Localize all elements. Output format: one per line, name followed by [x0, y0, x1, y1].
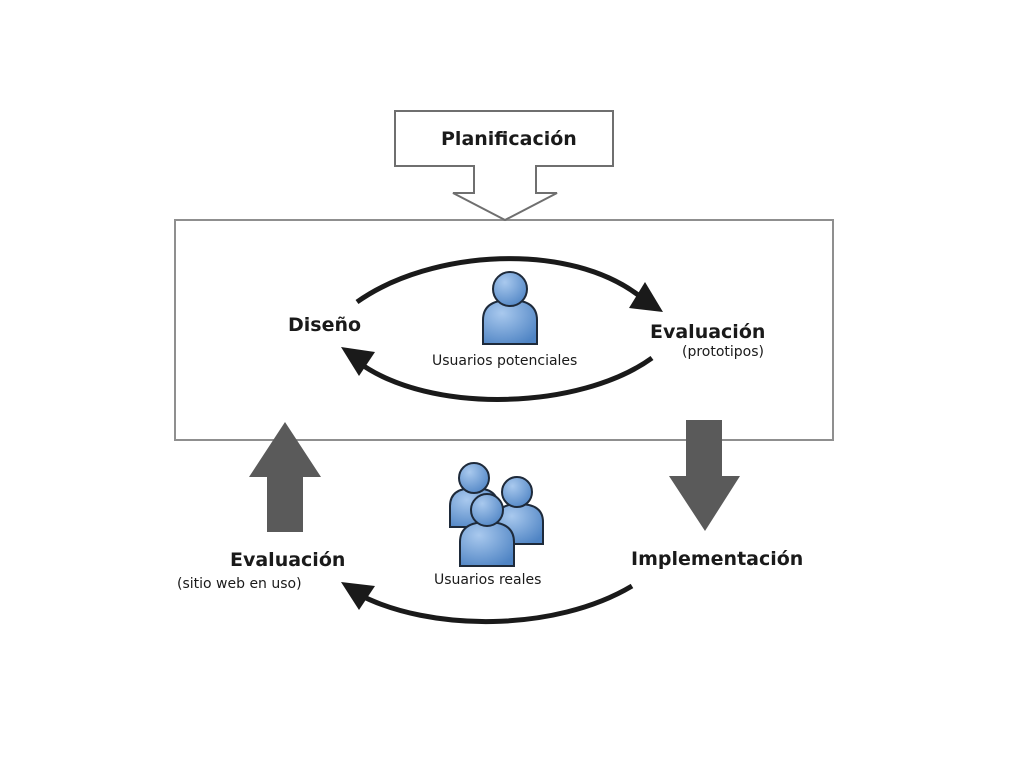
potential-users-label: Usuarios potenciales	[432, 353, 578, 369]
down-block-arrow	[669, 420, 740, 531]
design-label: Diseño	[288, 314, 362, 336]
website-evaluation-label: Evaluación	[230, 549, 346, 571]
evaluation-to-design-arrowhead	[341, 347, 375, 376]
implementation-label: Implementación	[631, 548, 804, 570]
real-users-label: Usuarios reales	[434, 572, 542, 588]
up-block-arrow	[249, 422, 321, 532]
design-to-evaluation-arrowhead	[629, 282, 663, 312]
user-icon	[482, 271, 538, 345]
implementation-to-evaluation-arrowhead	[341, 582, 375, 610]
prototype-evaluation-note: (prototipos)	[682, 344, 765, 360]
users-group-icon	[449, 462, 544, 567]
design-to-evaluation-arc	[355, 256, 644, 305]
implementation-to-evaluation-arc	[356, 583, 634, 624]
website-evaluation-note: (sitio web en uso)	[177, 576, 302, 592]
planning-label: Planificación	[441, 128, 577, 150]
evaluation-to-design-arc	[356, 355, 654, 402]
prototype-evaluation-label: Evaluación	[650, 321, 766, 343]
planning-callout-shape	[394, 110, 614, 222]
